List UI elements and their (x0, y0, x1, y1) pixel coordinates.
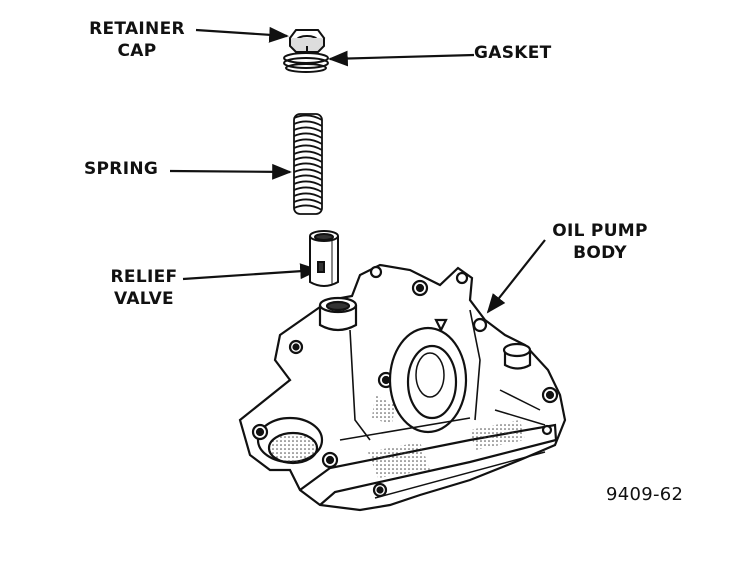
spring-label: SPRING (84, 159, 159, 179)
retainer-cap-label-line1: RETAINER (89, 19, 185, 39)
gasket-drawing (283, 52, 329, 73)
oil-pump-body-arrow (486, 239, 546, 314)
relief-valve-label-line2: VALVE (114, 289, 174, 309)
relief-valve-label: RELIEF VALVE (104, 266, 184, 310)
spring-arrow (169, 163, 292, 180)
oil-pump-body-label-line1: OIL PUMP (552, 221, 648, 241)
spring-drawing (293, 113, 323, 215)
retainer-cap-drawing (288, 29, 326, 53)
retainer-cap-label-line2: CAP (117, 41, 157, 61)
relief-valve-drawing (309, 230, 339, 287)
leader-arrows (169, 26, 546, 314)
oil-pump-body-label: OIL PUMP BODY (530, 220, 670, 264)
relief-valve-label-line1: RELIEF (110, 267, 178, 287)
retainer-cap-arrow (195, 26, 289, 43)
figure-code: 9409-62 (606, 484, 684, 505)
retainer-cap-label: RETAINER CAP (82, 18, 192, 62)
gasket-label: GASKET (474, 43, 552, 63)
gasket-arrow (328, 50, 475, 67)
relief-valve-arrow (182, 263, 320, 281)
oil-pump-body-label-line2: BODY (573, 243, 627, 263)
oil-pump-body-drawing (238, 263, 567, 512)
